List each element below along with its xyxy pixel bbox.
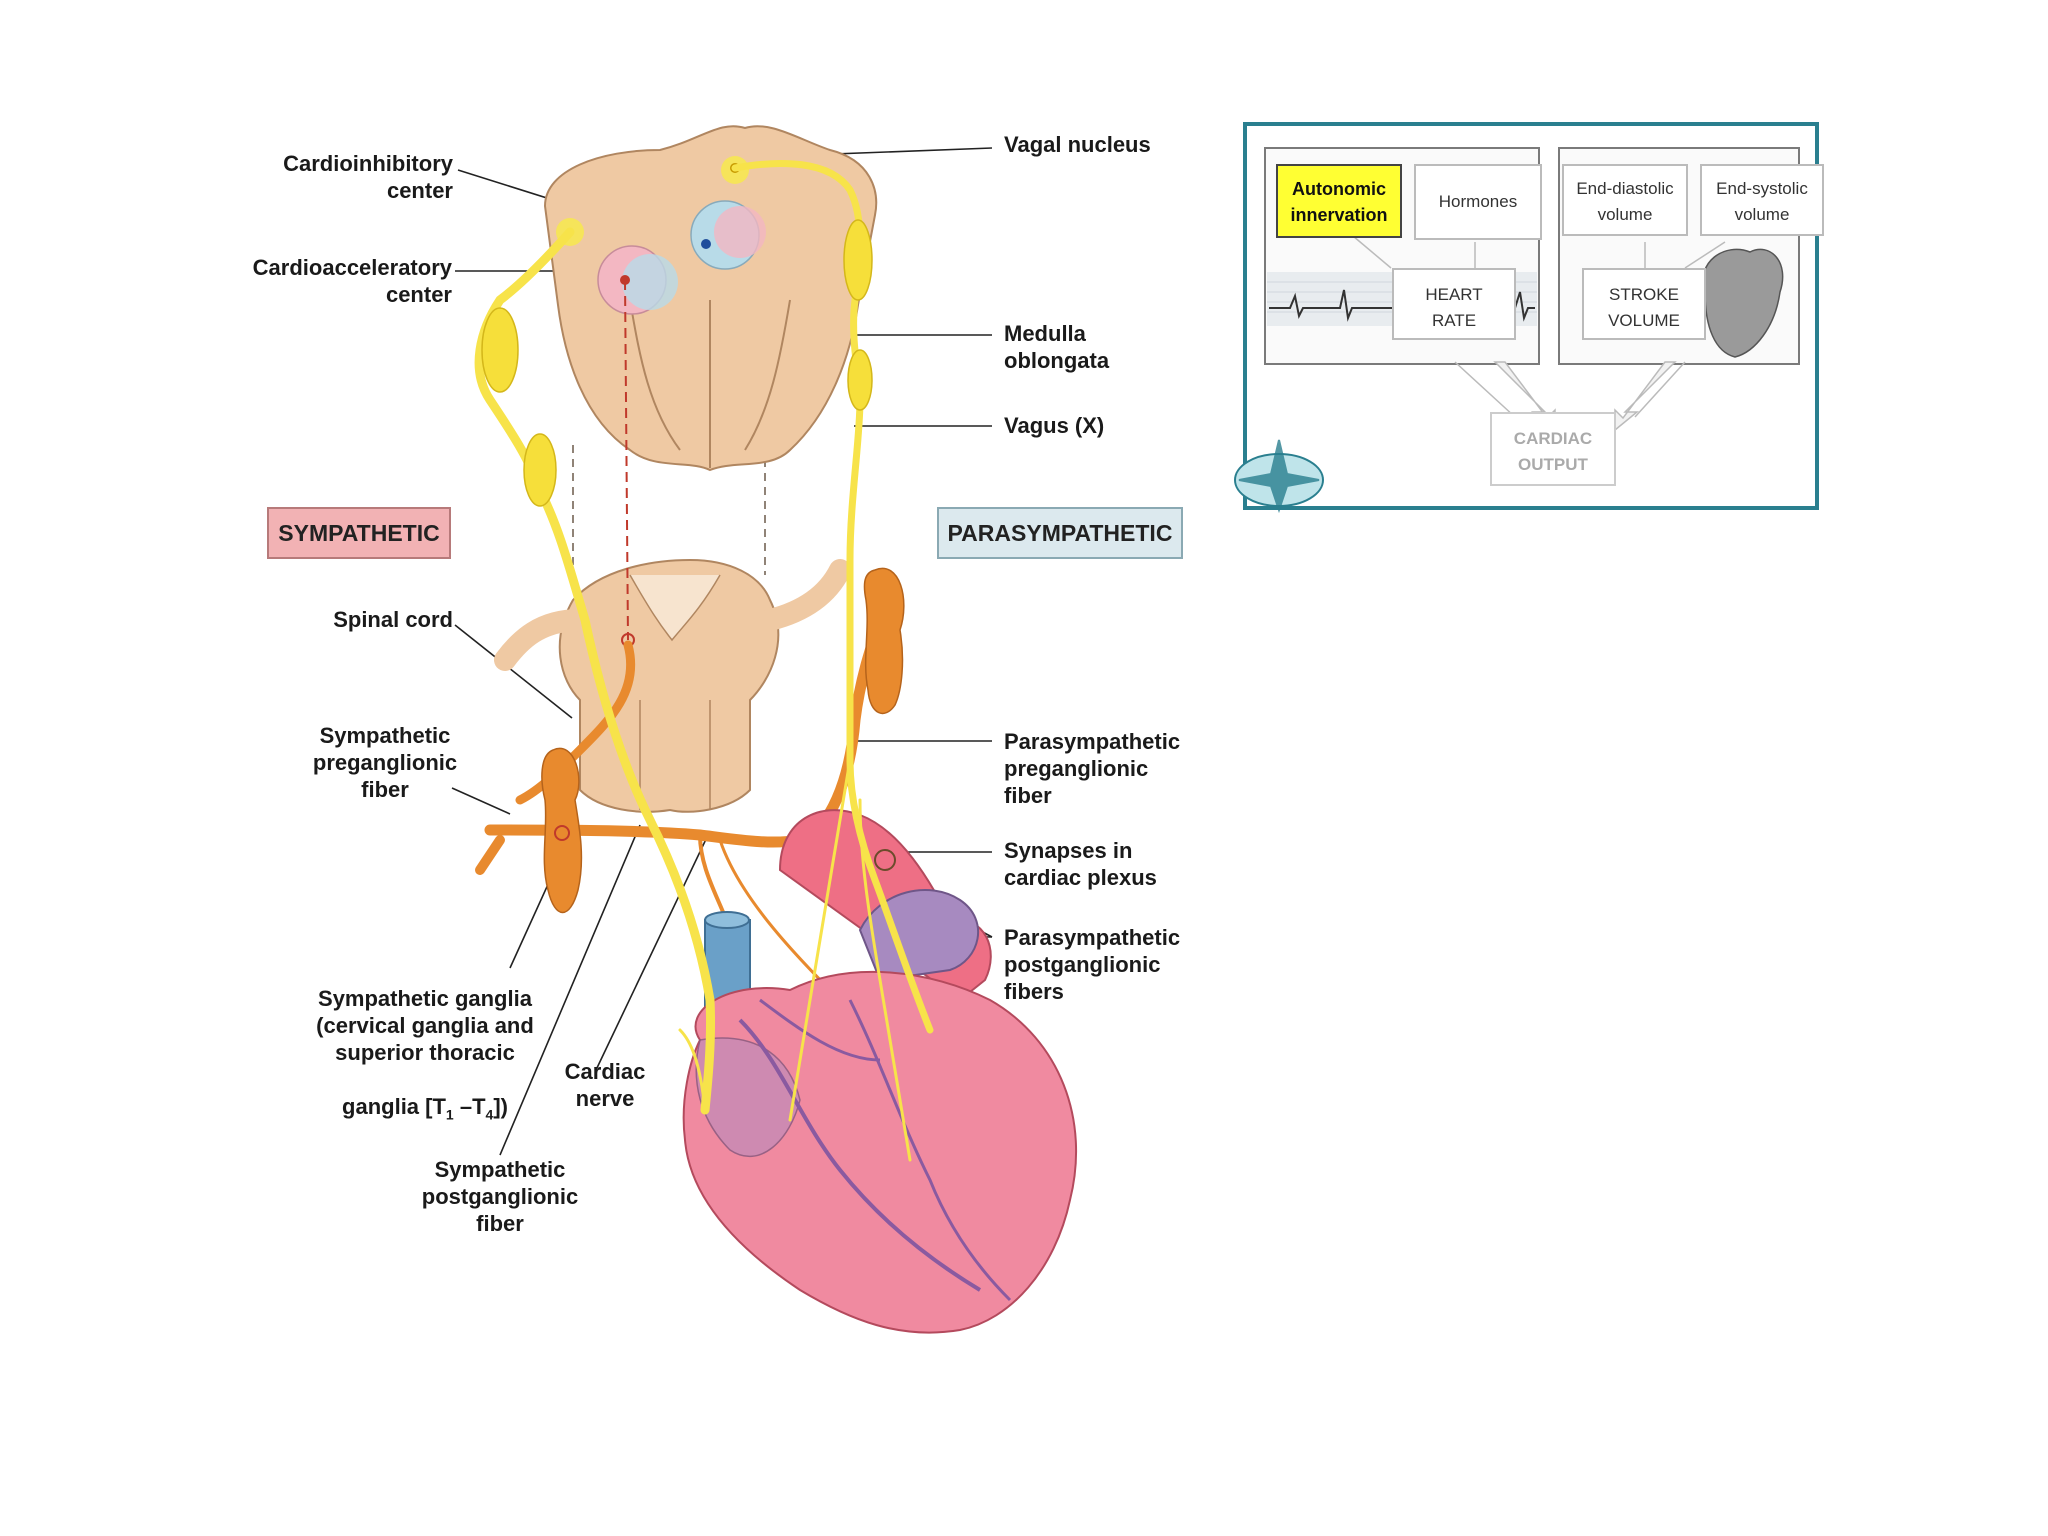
label-sympathetic-ganglia-sub-4: 4 [485, 1106, 494, 1123]
label-sympathetic-postganglionic-fiber: Sympathetic postganglionic fiber [421, 1157, 579, 1236]
label-synapses-in-cardiac-plexus: Synapses in cardiac plexus [1004, 838, 1157, 890]
inset-end-diastolic-volume: End-diastolic volume [1562, 164, 1688, 236]
label-spinal-cord: Spinal cord [333, 607, 453, 632]
inset-heart-rate: HEART RATE [1392, 268, 1516, 340]
label-sympathetic-ganglia-segment-a: ganglia [T [342, 1094, 446, 1119]
medulla-oblongata-shape [543, 125, 878, 472]
label-sympathetic-ganglia-segment-c: ]) [493, 1094, 508, 1119]
label-sympathetic-ganglia-sub-1: 1 [445, 1106, 454, 1123]
label-cardioacceleratory-center: Cardioacceleratory center [252, 255, 452, 307]
inset-autonomic-innervation: Autonomic innervation [1276, 164, 1402, 238]
label-parasympathetic-preganglionic-fiber: Parasympathetic preganglionic fiber [1004, 729, 1181, 808]
inset-end-systolic-volume: End-systolic volume [1700, 164, 1824, 236]
label-sympathetic-ganglia-lines: Sympathetic ganglia (cervical ganglia an… [316, 986, 534, 1065]
sympathetic-tag: SYMPATHETIC [267, 507, 451, 559]
label-sympathetic-ganglia: Sympathetic ganglia (cervical ganglia an… [290, 958, 560, 1128]
sympathetic-ganglia [541, 567, 905, 913]
inset-hormones: Hormones [1414, 164, 1542, 240]
parasympathetic-tag: PARASYMPATHETIC [937, 507, 1183, 559]
label-cardiac-nerve: Cardiac nerve [564, 1059, 646, 1111]
label-sympathetic-preganglionic-fiber: Sympathetic preganglionic fiber [312, 723, 458, 802]
label-cardioinhibitory-center: Cardioinhibitory center [283, 151, 453, 203]
inset-stroke-volume: STROKE VOLUME [1582, 268, 1706, 340]
sympathetic-pathway [624, 279, 629, 641]
inset-cardiac-output: CARDIAC OUTPUT [1490, 412, 1616, 486]
spinal-cord-shape [494, 558, 851, 813]
label-sympathetic-ganglia-segment-b: –T [453, 1094, 486, 1119]
label-vagus: Vagus (X) [1004, 413, 1105, 438]
compass-logo-icon [1234, 439, 1324, 514]
guide-lines [572, 445, 766, 575]
label-vagal-nucleus: Vagal nucleus [1004, 132, 1151, 157]
vagus-swellings [481, 219, 873, 507]
label-medulla-oblongata: Medulla oblongata [1004, 321, 1110, 373]
label-parasympathetic-postganglionic-fibers: Parasympathetic postganglionic fibers [1004, 925, 1181, 1004]
